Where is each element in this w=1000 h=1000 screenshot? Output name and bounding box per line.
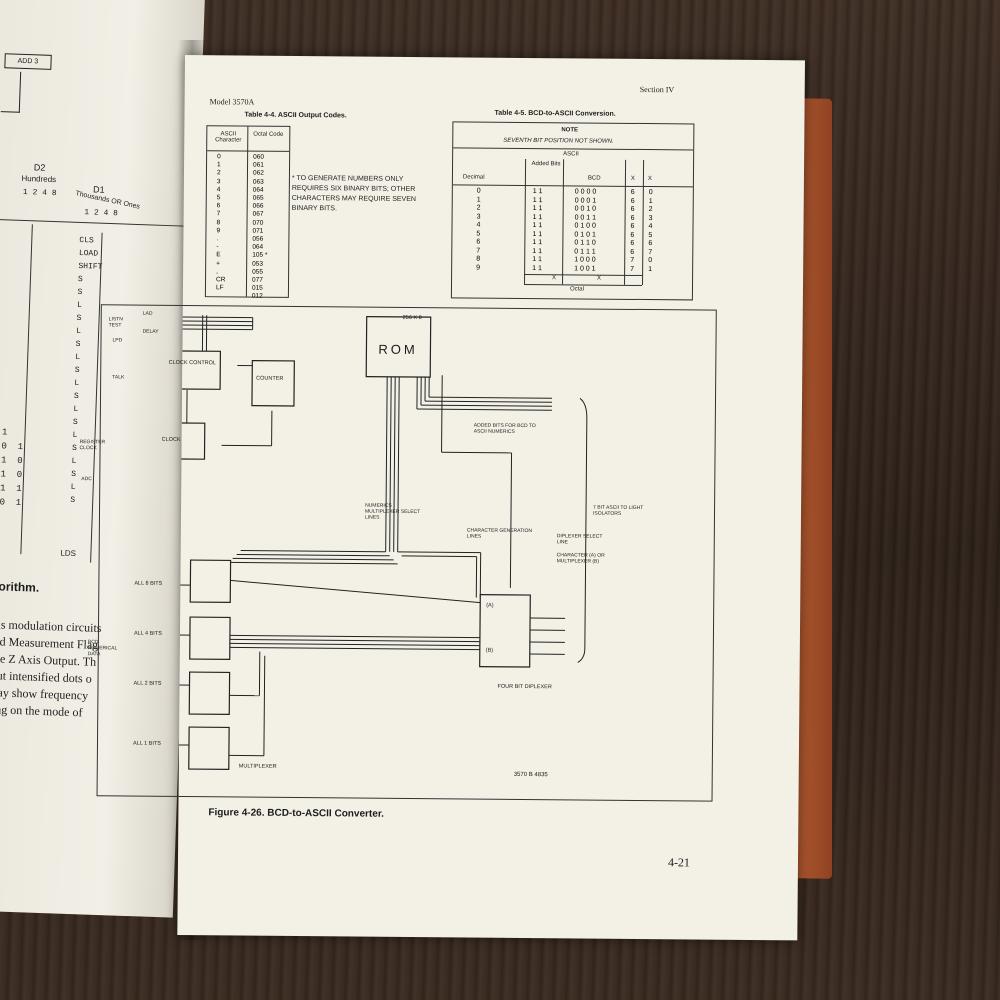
left-caption: Algorithm. <box>0 578 40 595</box>
mux-2-box <box>188 671 231 716</box>
right-page: Model 3570A Section IV Table 4-4. ASCII … <box>80 55 805 941</box>
all2-label: ALL 2 BITS <box>133 680 162 687</box>
clock-label: CLOCK <box>161 436 181 443</box>
lad-label: LAD <box>142 310 153 317</box>
mux-4-box <box>189 616 231 661</box>
talk-label: TALK <box>112 374 125 381</box>
all4-label: ALL 4 BITS <box>133 630 162 637</box>
added-bits-note: ADDED BITS FOR BCD TO ASCII NUMERICS <box>473 422 536 435</box>
left-body-text: Axis modulation circuits , and Measureme… <box>0 616 102 722</box>
mux-1-box <box>188 726 230 771</box>
char-gen-label: CHARACTER GENERATION LINES <box>466 527 533 540</box>
counter-box <box>251 359 295 407</box>
hundreds-header: Hundreds <box>21 173 57 185</box>
page-number: 4-21 <box>667 855 691 870</box>
table-divider <box>20 224 33 555</box>
clock-control-box <box>177 350 222 390</box>
port-b-label: (B) <box>485 647 494 654</box>
rom-size: 256 X 8 <box>402 314 422 322</box>
lpd-label: LPD <box>112 337 123 344</box>
register-clock-label: REGISTER CLOCK <box>79 439 106 452</box>
bit-columns: 1 1 1 0 1 0 1 0 1 1 0 1 0 0 1 1 0 0 0 1 … <box>0 427 24 509</box>
adc-label: ADC <box>81 476 92 483</box>
delay-label: DELAY <box>142 328 159 335</box>
d2-bits: 1 2 4 8 <box>22 187 57 199</box>
counter-label: COUNTER <box>256 375 284 382</box>
port-a-label: (A) <box>486 602 494 609</box>
last-cell: LDS <box>60 548 77 559</box>
clock-control-label: CLOCK CONTROL <box>168 359 217 367</box>
figure-wiring <box>177 315 588 771</box>
clock-box <box>177 422 206 460</box>
drawing-number: 3570 B 4835 <box>513 771 548 779</box>
listen-test-label: LISTN TEST <box>108 316 123 329</box>
all8-label: ALL 8 BITS <box>134 580 163 587</box>
table-rule <box>0 217 197 228</box>
char-or-mux-label: CHARACTER (A) OR MULTIPLEXER (B) <box>556 552 605 565</box>
diplexer-box <box>479 593 531 668</box>
rom-label: ROM <box>378 341 418 358</box>
add-box: ADD 3 <box>4 53 52 70</box>
multiplexer-label: MULTIPLEXER <box>238 763 277 770</box>
rom-box <box>365 315 432 378</box>
all1-label: ALL 1 BITS <box>132 740 161 747</box>
mux-8-box <box>189 559 232 604</box>
numerics-mux-label: NUMERICS MULTIPLEXER SELECT LINES <box>364 502 421 521</box>
d1-bits: 1 2 4 8 <box>84 208 119 219</box>
seven-bit-label: 7 BIT ASCII TO LIGHT ISOLATORS <box>592 504 644 517</box>
figure-caption: Figure 4-26. BCD-to-ASCII Converter. <box>208 807 385 820</box>
flow-line <box>0 71 22 113</box>
four-bit-diplexer-label: FOUR BIT DIPLEXER <box>497 683 552 691</box>
d2-header: D2 <box>33 162 46 173</box>
bcd-numerical-label: BCD NUMERICAL DATA <box>87 639 118 658</box>
diplexer-select-label: DIPLEXER SELECT LINE <box>556 533 603 546</box>
